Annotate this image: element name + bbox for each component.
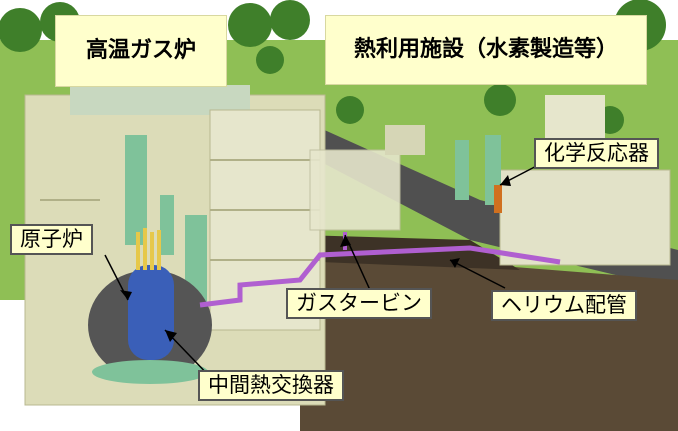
control-rods <box>136 228 161 270</box>
reactor-base <box>92 360 208 384</box>
helium-piping-label: ヘリウム配管 <box>491 290 637 321</box>
heat-utilization-building <box>499 169 671 266</box>
gas-turbine-enclosure <box>309 149 401 231</box>
ground-cutaway <box>300 250 678 431</box>
building-floors <box>40 159 320 261</box>
arrowhead-turbine <box>340 235 351 247</box>
reactor-label: 原子炉 <box>10 224 93 255</box>
helium-piping <box>199 245 561 308</box>
chemical-tower-2 <box>455 140 469 200</box>
htgr-title-label: 高温ガス炉 <box>55 15 227 87</box>
arrowhead-reactor <box>120 290 132 300</box>
ihx-label: 中間熱交換器 <box>198 370 344 401</box>
arrowhead-chem <box>500 175 511 186</box>
arrowhead-helium <box>450 258 460 268</box>
heat-facility-title-label: 熱利用施設（水素製造等） <box>325 15 647 85</box>
arrowhead-ihx <box>165 330 177 342</box>
gas-turbine-label: ガスタービン <box>286 288 432 319</box>
reactor-pressure-vessel <box>128 265 174 360</box>
small-building <box>385 125 425 155</box>
reactor-vessel-orange <box>494 185 502 213</box>
chemical-reactor-label: 化学反応器 <box>534 138 659 169</box>
